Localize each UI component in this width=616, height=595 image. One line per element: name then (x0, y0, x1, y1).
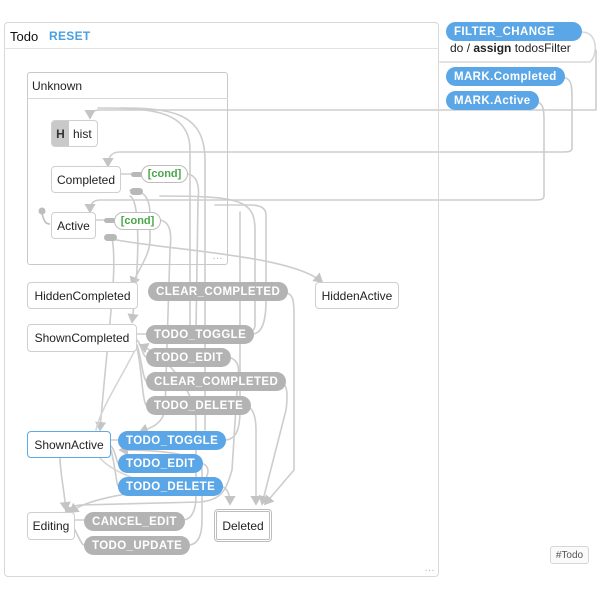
state-history[interactable]: H hist (51, 120, 98, 147)
event-todo-delete-completed[interactable]: TODO_DELETE (146, 396, 252, 415)
state-deleted-final[interactable]: Deleted (214, 509, 272, 542)
event-clear-completed-hidden[interactable]: CLEAR_COMPLETED (148, 282, 289, 301)
todo-machine-container (4, 22, 439, 577)
guard-stub (131, 172, 143, 177)
event-filter-change[interactable]: FILTER_CHANGE (446, 22, 582, 41)
event-todo-delete-active[interactable]: TODO_DELETE (118, 477, 224, 496)
state-shown-active-label: ShownActive (34, 437, 104, 452)
action-separator: / (463, 41, 474, 55)
state-hidden-completed-label: HiddenCompleted (34, 288, 131, 303)
event-todo-toggle-active[interactable]: TODO_TOGGLE (118, 431, 227, 450)
state-unknown-header (27, 72, 228, 99)
guard-cond-completed[interactable]: [cond] (141, 165, 188, 183)
unknown-collapsed-marker: … (212, 250, 224, 262)
state-active[interactable]: Active (51, 212, 96, 239)
state-shown-completed-label: ShownCompleted (34, 331, 130, 345)
event-mark-completed[interactable]: MARK.Completed (446, 67, 565, 86)
state-hidden-completed[interactable]: HiddenCompleted (27, 282, 138, 309)
reset-button[interactable]: RESET (49, 29, 91, 43)
guard-cond-active[interactable]: [cond] (114, 212, 161, 230)
history-label: hist (73, 126, 92, 141)
todo-machine-header (4, 22, 439, 49)
state-unknown[interactable] (27, 72, 228, 265)
event-todo-edit-completed[interactable]: TODO_EDIT (146, 348, 232, 367)
state-hidden-active-label: HiddenActive (321, 288, 393, 303)
event-clear-completed-shown[interactable]: CLEAR_COMPLETED (146, 372, 287, 391)
else-stub-completed (130, 188, 143, 195)
action-keyword: do (450, 41, 464, 55)
event-todo-edit-active[interactable]: TODO_EDIT (118, 454, 204, 473)
state-deleted-label: Deleted (222, 518, 264, 533)
machine-title: Todo (10, 29, 39, 44)
state-editing[interactable]: Editing (27, 512, 75, 540)
filter-change-action: do / assign todosFilter (450, 41, 571, 55)
machine-collapsed-marker: … (424, 562, 436, 574)
else-stub-active (104, 234, 117, 241)
action-verb: assign (473, 41, 512, 55)
event-todo-update[interactable]: TODO_UPDATE (84, 536, 191, 555)
state-shown-active[interactable]: ShownActive (27, 431, 111, 458)
state-editing-label: Editing (32, 519, 70, 533)
history-marker: H (52, 121, 69, 146)
machine-id-tag: #Todo (550, 546, 589, 564)
guard-stub (104, 218, 116, 223)
state-hidden-active[interactable]: HiddenActive (315, 282, 399, 309)
state-completed-label: Completed (56, 172, 116, 187)
state-unknown-label: Unknown (32, 79, 83, 93)
action-target: todosFilter (511, 41, 571, 55)
event-todo-toggle-completed[interactable]: TODO_TOGGLE (146, 325, 255, 344)
state-shown-completed[interactable]: ShownCompleted (27, 324, 137, 352)
event-mark-active[interactable]: MARK.Active (446, 91, 539, 110)
state-completed[interactable]: Completed (51, 166, 121, 193)
state-active-label: Active (57, 218, 90, 233)
event-cancel-edit[interactable]: CANCEL_EDIT (84, 512, 185, 531)
